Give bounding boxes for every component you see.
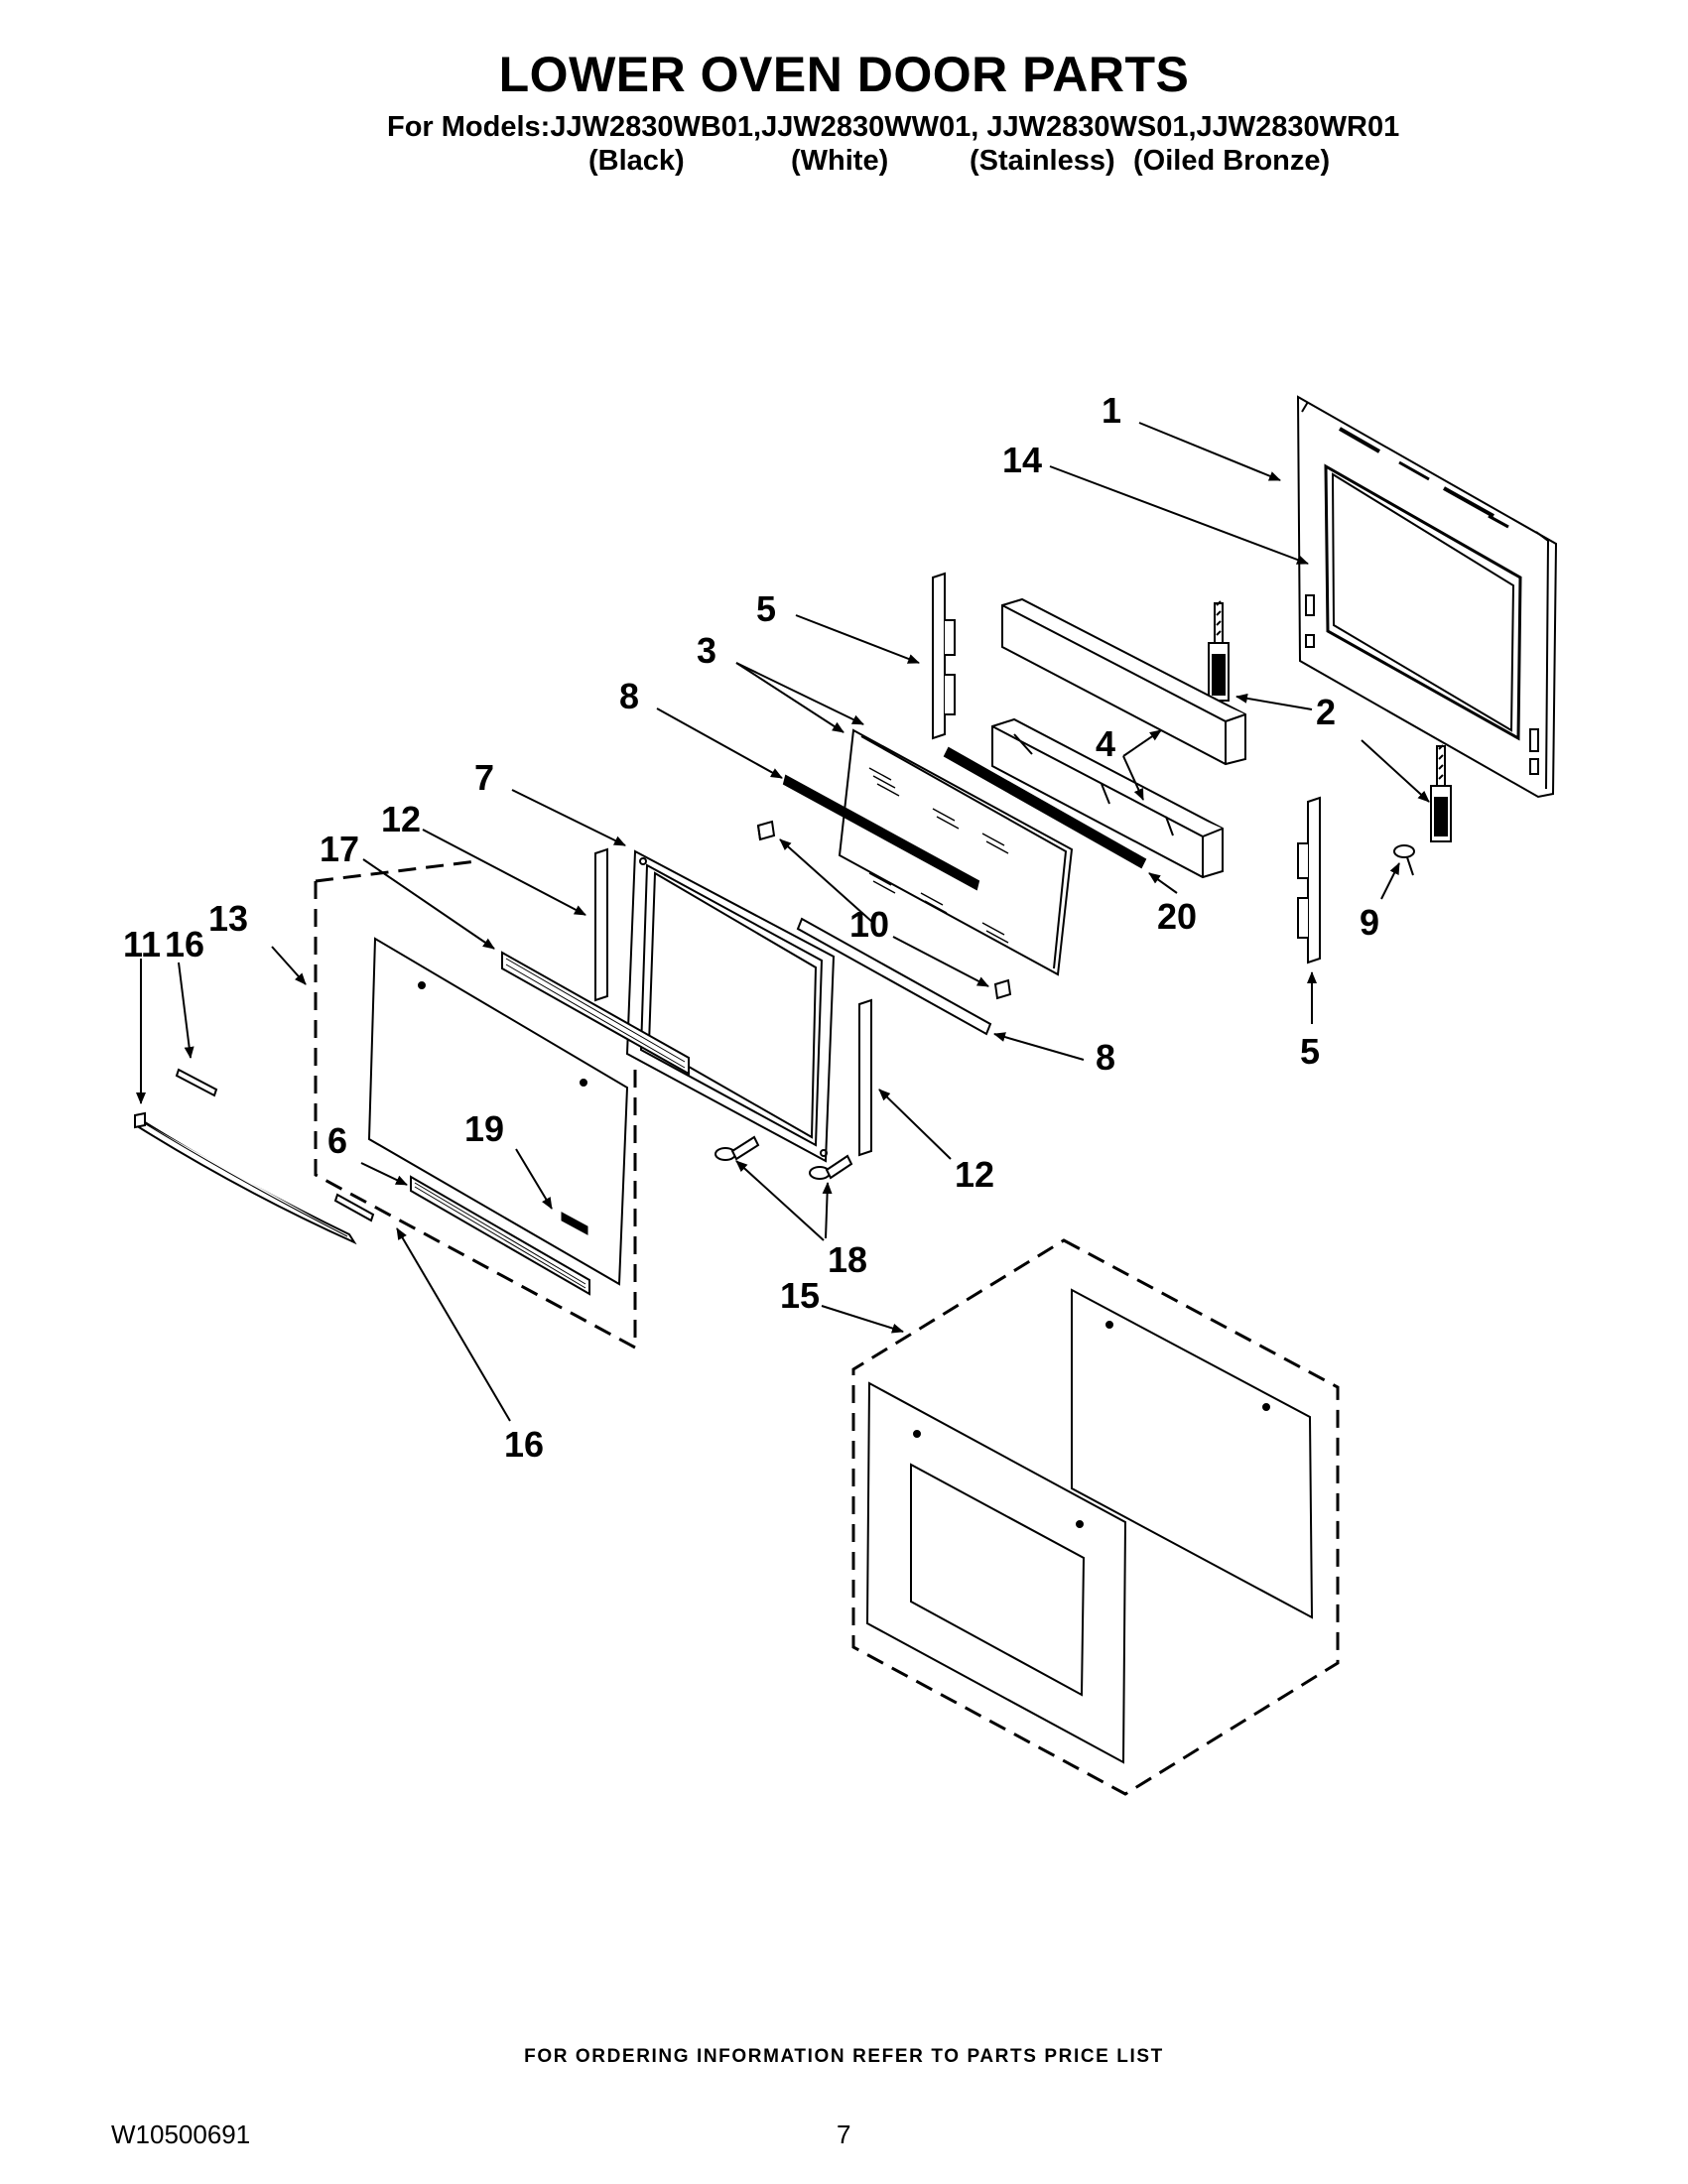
- leader-15: [821, 1305, 904, 1334]
- door-handle: [134, 1111, 357, 1245]
- callout-2: 2: [1316, 692, 1336, 732]
- leader-lines: [136, 422, 1430, 1422]
- leader-8-upper: [656, 707, 783, 779]
- leader-12-left: [422, 829, 586, 916]
- handle-end-cap-upper: [175, 1068, 218, 1097]
- callout-18: 18: [828, 1239, 867, 1280]
- leader-13: [271, 946, 307, 985]
- callout-7: 7: [474, 757, 494, 798]
- leader-7: [511, 789, 626, 846]
- front-panel: [865, 1381, 1127, 1764]
- variant-stainless: (Stainless): [970, 145, 1115, 177]
- leader-3-a: [735, 662, 844, 733]
- callout-5-lower: 5: [1300, 1031, 1320, 1072]
- callout-9: 9: [1360, 902, 1379, 943]
- rear-panel: [1071, 1288, 1314, 1619]
- leader-10-b: [892, 936, 989, 987]
- leader-19: [515, 1148, 553, 1210]
- callout-1: 1: [1102, 390, 1121, 431]
- callout-5-upper: 5: [756, 588, 776, 629]
- callout-12-right: 12: [955, 1154, 994, 1195]
- callout-10: 10: [849, 904, 889, 945]
- variant-black: (Black): [588, 145, 685, 177]
- leader-18-a: [735, 1160, 825, 1241]
- callout-20: 20: [1157, 896, 1197, 937]
- model-badge-19: [561, 1212, 588, 1235]
- document-number: W10500691: [111, 2120, 251, 2149]
- leader-4-b: [1122, 755, 1144, 801]
- callout-19: 19: [464, 1108, 504, 1149]
- front-glass-panel: [367, 937, 629, 1286]
- callout-8-lower: 8: [1096, 1037, 1115, 1078]
- leader-9: [1380, 862, 1400, 900]
- variant-white: (White): [791, 145, 889, 177]
- front-panel-assembly: [314, 859, 637, 1350]
- leader-20: [1148, 872, 1178, 894]
- callout-16-upper: 16: [165, 924, 204, 964]
- door-stop-left: [714, 1135, 760, 1161]
- leader-8-lower: [993, 1032, 1085, 1061]
- leader-16-upper: [178, 962, 195, 1059]
- callout-4: 4: [1096, 723, 1115, 764]
- callout-15: 15: [780, 1275, 820, 1316]
- callout-17: 17: [320, 829, 359, 869]
- callout-14: 14: [1002, 440, 1042, 480]
- callout-16-lower: 16: [504, 1424, 544, 1465]
- side-bracket-upper: [932, 572, 956, 740]
- leader-2-upper: [1235, 693, 1313, 710]
- seal-strip-upper: [782, 774, 980, 891]
- callout-8-upper: 8: [619, 676, 639, 716]
- door-channel-upper: [1001, 597, 1246, 766]
- outer-panel-assembly: [851, 1238, 1340, 1796]
- seal-strip-20: [943, 746, 1147, 869]
- leader-14: [1049, 465, 1309, 565]
- leader-1: [1138, 422, 1281, 481]
- door-stop-right: [809, 1154, 853, 1180]
- callout-6: 6: [327, 1120, 347, 1161]
- callout-13: 13: [208, 898, 248, 939]
- models-line: For Models:JJW2830WB01,JJW2830WW01, JJW2…: [387, 111, 1400, 143]
- callout-12-left: 12: [381, 799, 421, 839]
- page-title: LOWER OVEN DOOR PARTS: [498, 47, 1190, 102]
- variant-oiled-bronze: (Oiled Bronze): [1133, 145, 1331, 177]
- spacer-block-upper: [756, 820, 776, 841]
- side-rail-right: [858, 998, 872, 1157]
- side-bracket-lower: [1297, 796, 1321, 964]
- seal-strip-lower: [796, 917, 992, 1036]
- glass-panel: [838, 728, 1074, 976]
- leader-5-upper: [795, 614, 920, 664]
- screw-9: [1393, 844, 1415, 876]
- vent-strip-bottom: [410, 1175, 590, 1296]
- inner-door-frame: [625, 849, 836, 1163]
- leader-2-lower: [1361, 739, 1430, 803]
- leader-3-b: [735, 662, 864, 725]
- handle-end-cap-lower: [333, 1193, 375, 1222]
- page-number: 7: [837, 2120, 851, 2149]
- leader-17: [362, 858, 495, 950]
- spacer-block-lower: [993, 978, 1012, 1000]
- callout-3: 3: [697, 630, 716, 671]
- leader-18-b: [822, 1182, 833, 1239]
- leader-10-a: [779, 838, 874, 924]
- leader-16-lower: [396, 1227, 511, 1422]
- outer-door-panel: [1296, 395, 1558, 799]
- side-rail-left: [594, 847, 608, 1002]
- leader-12-right: [878, 1089, 952, 1160]
- vent-strip-top: [501, 951, 690, 1076]
- hinge-lower: [1430, 744, 1452, 842]
- ordering-note: FOR ORDERING INFORMATION REFER TO PARTS …: [524, 2046, 1164, 2067]
- callout-11: 11: [123, 924, 161, 964]
- leader-6: [360, 1162, 408, 1186]
- leader-4-a: [1122, 729, 1162, 757]
- door-channel-lower: [991, 717, 1224, 879]
- hinge-upper: [1208, 600, 1230, 702]
